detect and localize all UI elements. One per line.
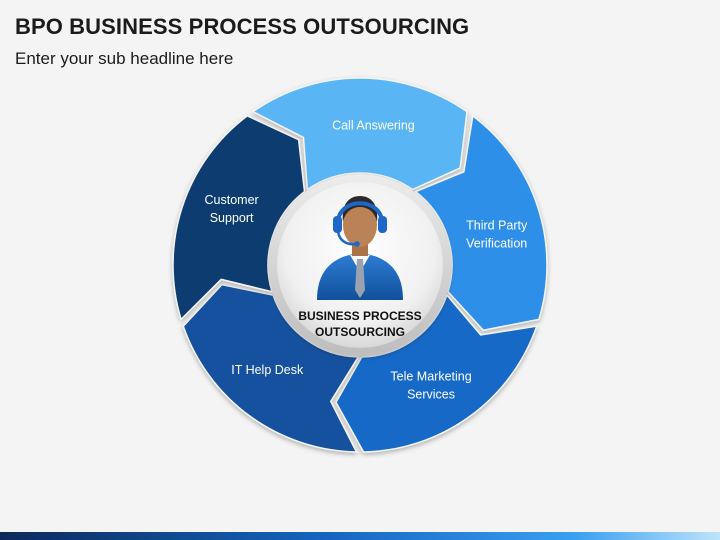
segment-label: Third Party — [466, 219, 528, 233]
segment-label: IT Help Desk — [231, 363, 304, 377]
segment-shape — [172, 114, 306, 321]
slide-title: BPO BUSINESS PROCESS OUTSOURCING — [15, 14, 470, 39]
segment-label: Customer — [205, 193, 259, 207]
center-label-line2: OUTSOURCING — [315, 325, 405, 339]
center-label-line1: BUSINESS PROCESS — [298, 309, 421, 323]
segment-call-answering: Call Answering — [251, 77, 468, 191]
segment-it-help-desk: IT Help Desk — [182, 283, 360, 453]
footer-accent-bar — [0, 532, 720, 540]
segment-shape — [335, 293, 538, 453]
segment-label: Services — [407, 388, 455, 402]
segment-shape — [251, 77, 468, 191]
slide-subtitle: Enter your sub headline here — [15, 49, 234, 68]
segment-label: Verification — [466, 237, 527, 251]
segment-label: Call Answering — [332, 119, 415, 133]
segment-shape — [413, 114, 548, 332]
segment-shape — [182, 283, 360, 453]
center-hub: BUSINESS PROCESS OUTSOURCING — [269, 174, 451, 356]
segment-label: Tele Marketing — [390, 370, 471, 384]
segment-label: Support — [210, 211, 254, 225]
call-center-agent-icon — [317, 196, 403, 300]
